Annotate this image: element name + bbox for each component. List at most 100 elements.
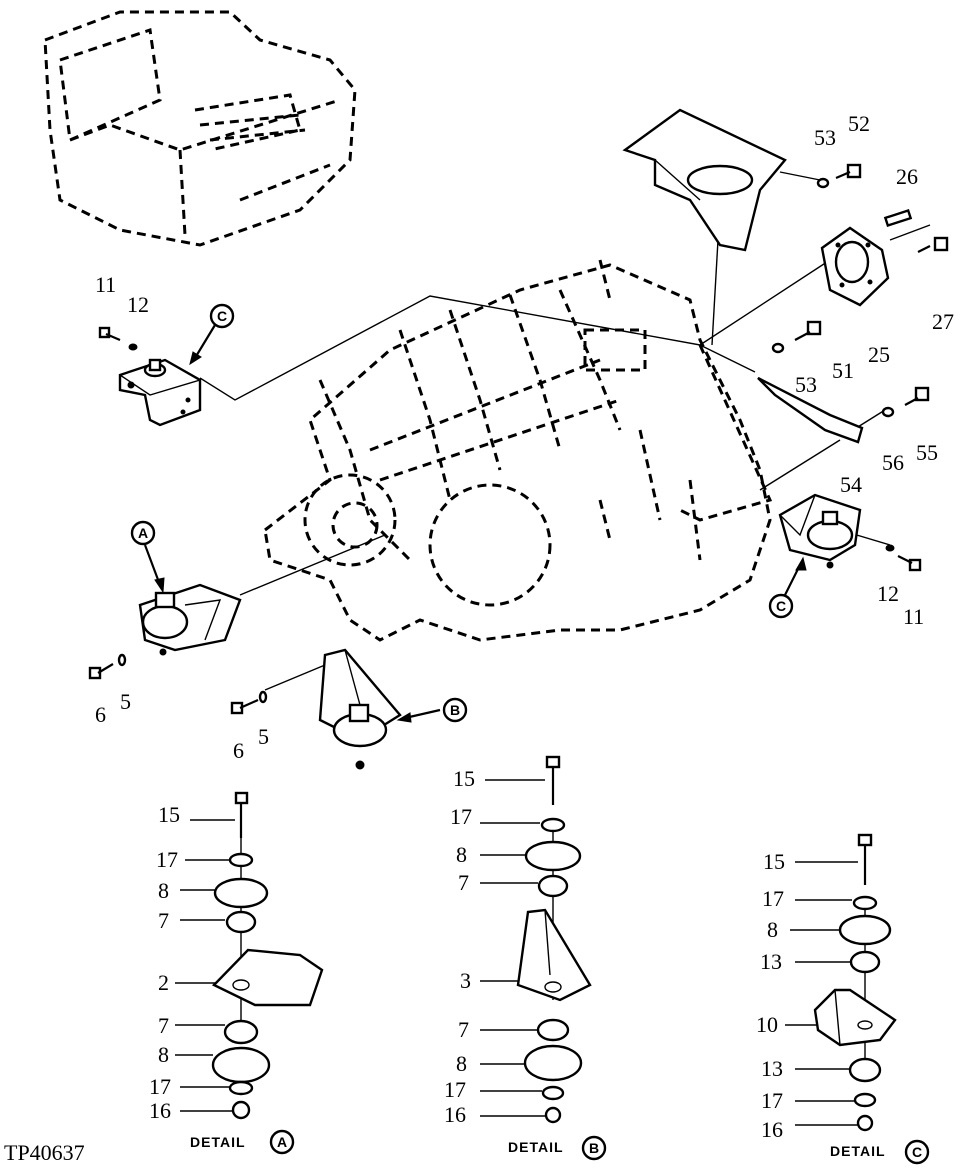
callout: 2: [158, 970, 169, 995]
detail-c-stack: [813, 833, 897, 1132]
callout: 16: [761, 1117, 783, 1142]
callout: 17: [444, 1077, 466, 1102]
mount-center-b: [318, 648, 402, 770]
callout: 52: [848, 111, 870, 136]
bubble-c-lower: C: [768, 593, 794, 619]
bubble-b: B: [442, 697, 468, 723]
detail-b-stack: [516, 755, 592, 1124]
callout: 8: [767, 917, 778, 942]
detail-a-leaders: [175, 819, 235, 1112]
mount-right: [778, 493, 862, 569]
callout: 8: [158, 878, 169, 903]
main-leader-lines: [199, 171, 931, 691]
bolt-6-left: [88, 663, 114, 680]
callout: 5: [258, 724, 269, 749]
bolt-51: [794, 320, 822, 341]
svg-text:DETAIL: DETAIL: [190, 1134, 246, 1150]
callout: 12: [127, 292, 149, 317]
main-callouts: 11 12 53 52 26 27 25 51 53 55 56 54 12 1…: [95, 111, 954, 763]
svg-text:B: B: [589, 1140, 599, 1156]
mount-left-a: [138, 583, 242, 656]
bolt-11-right: [897, 555, 922, 572]
callout: 13: [760, 949, 782, 974]
bubble-a: A: [130, 520, 156, 546]
svg-text:C: C: [217, 308, 227, 324]
callout: 53: [795, 372, 817, 397]
washer-53-mid: [771, 342, 785, 354]
detail-b-label: DETAIL B: [508, 1135, 607, 1161]
callout: 7: [158, 1013, 169, 1038]
callout: 15: [763, 849, 785, 874]
callout: 53: [814, 125, 836, 150]
svg-text:C: C: [912, 1144, 922, 1160]
callout: 54: [840, 472, 862, 497]
callout: 27: [932, 309, 954, 334]
callout: 8: [158, 1042, 169, 1067]
detail-c-leaders: [785, 861, 858, 1126]
callout: 10: [756, 1012, 778, 1037]
callout: 17: [450, 804, 472, 829]
callout: 15: [158, 802, 180, 827]
washer-5-left: [117, 653, 127, 667]
dowel-26: [883, 208, 913, 228]
bolt-11-upper: [98, 326, 121, 342]
svg-text:C: C: [776, 598, 786, 614]
bracket-54: [757, 376, 864, 444]
detail-a-label: DETAIL A: [190, 1129, 295, 1155]
callout: 17: [156, 847, 178, 872]
callout: 15: [453, 766, 475, 791]
callout: 16: [444, 1102, 466, 1127]
detail-b-leaders: [480, 779, 545, 1117]
figure-id: TP40637: [4, 1140, 85, 1165]
callout: 56: [882, 450, 904, 475]
top-bracket: [622, 108, 787, 252]
callout: 17: [762, 886, 784, 911]
seat-outline: [43, 10, 357, 247]
detail-b-callouts: 15 17 8 7 3 7 8 17 16: [444, 766, 475, 1127]
bolt-27: [917, 236, 949, 253]
callout: 3: [460, 968, 471, 993]
callout: 7: [458, 1017, 469, 1042]
svg-text:DETAIL: DETAIL: [508, 1139, 564, 1155]
svg-text:A: A: [277, 1134, 287, 1150]
washer-12-right: [885, 544, 895, 552]
callout: 26: [896, 164, 918, 189]
callout: 6: [95, 702, 106, 727]
mount-upper-left: [118, 358, 202, 427]
washer-56: [881, 406, 895, 418]
callout: 16: [149, 1098, 171, 1123]
callout: 25: [868, 342, 890, 367]
callout: 12: [877, 581, 899, 606]
callout: 8: [456, 1051, 467, 1076]
bolt-55: [904, 386, 930, 406]
svg-text:A: A: [138, 525, 148, 541]
detail-c-callouts: 15 17 8 13 10 13 17 16: [756, 849, 785, 1142]
detail-a-callouts: 15 17 8 7 2 7 8 17 16: [149, 802, 180, 1123]
callout: 6: [233, 738, 244, 763]
callout: 13: [761, 1056, 783, 1081]
washer-5-center: [258, 690, 268, 704]
callout: 7: [458, 870, 469, 895]
detail-a-stack: [211, 791, 324, 1120]
callout: 55: [916, 440, 938, 465]
bolt-6-center: [230, 698, 259, 715]
callout: 11: [903, 604, 924, 629]
callout: 5: [120, 689, 131, 714]
callout: 8: [456, 842, 467, 867]
callout: 17: [149, 1074, 171, 1099]
engine-outline: [263, 259, 773, 642]
washer-12-upper: [128, 343, 138, 351]
bubble-leaders: [143, 324, 807, 723]
detail-c-label: DETAIL C: [830, 1139, 930, 1165]
callout: 7: [158, 908, 169, 933]
bolt-52: [835, 163, 862, 180]
callout: 17: [761, 1088, 783, 1113]
washer-53-top: [816, 177, 830, 189]
flange-25: [820, 226, 890, 307]
callout: 51: [832, 358, 854, 383]
bubble-c-upper: C: [209, 303, 235, 329]
svg-text:B: B: [450, 702, 460, 718]
svg-text:DETAIL: DETAIL: [830, 1143, 886, 1159]
callout: 11: [95, 272, 116, 297]
